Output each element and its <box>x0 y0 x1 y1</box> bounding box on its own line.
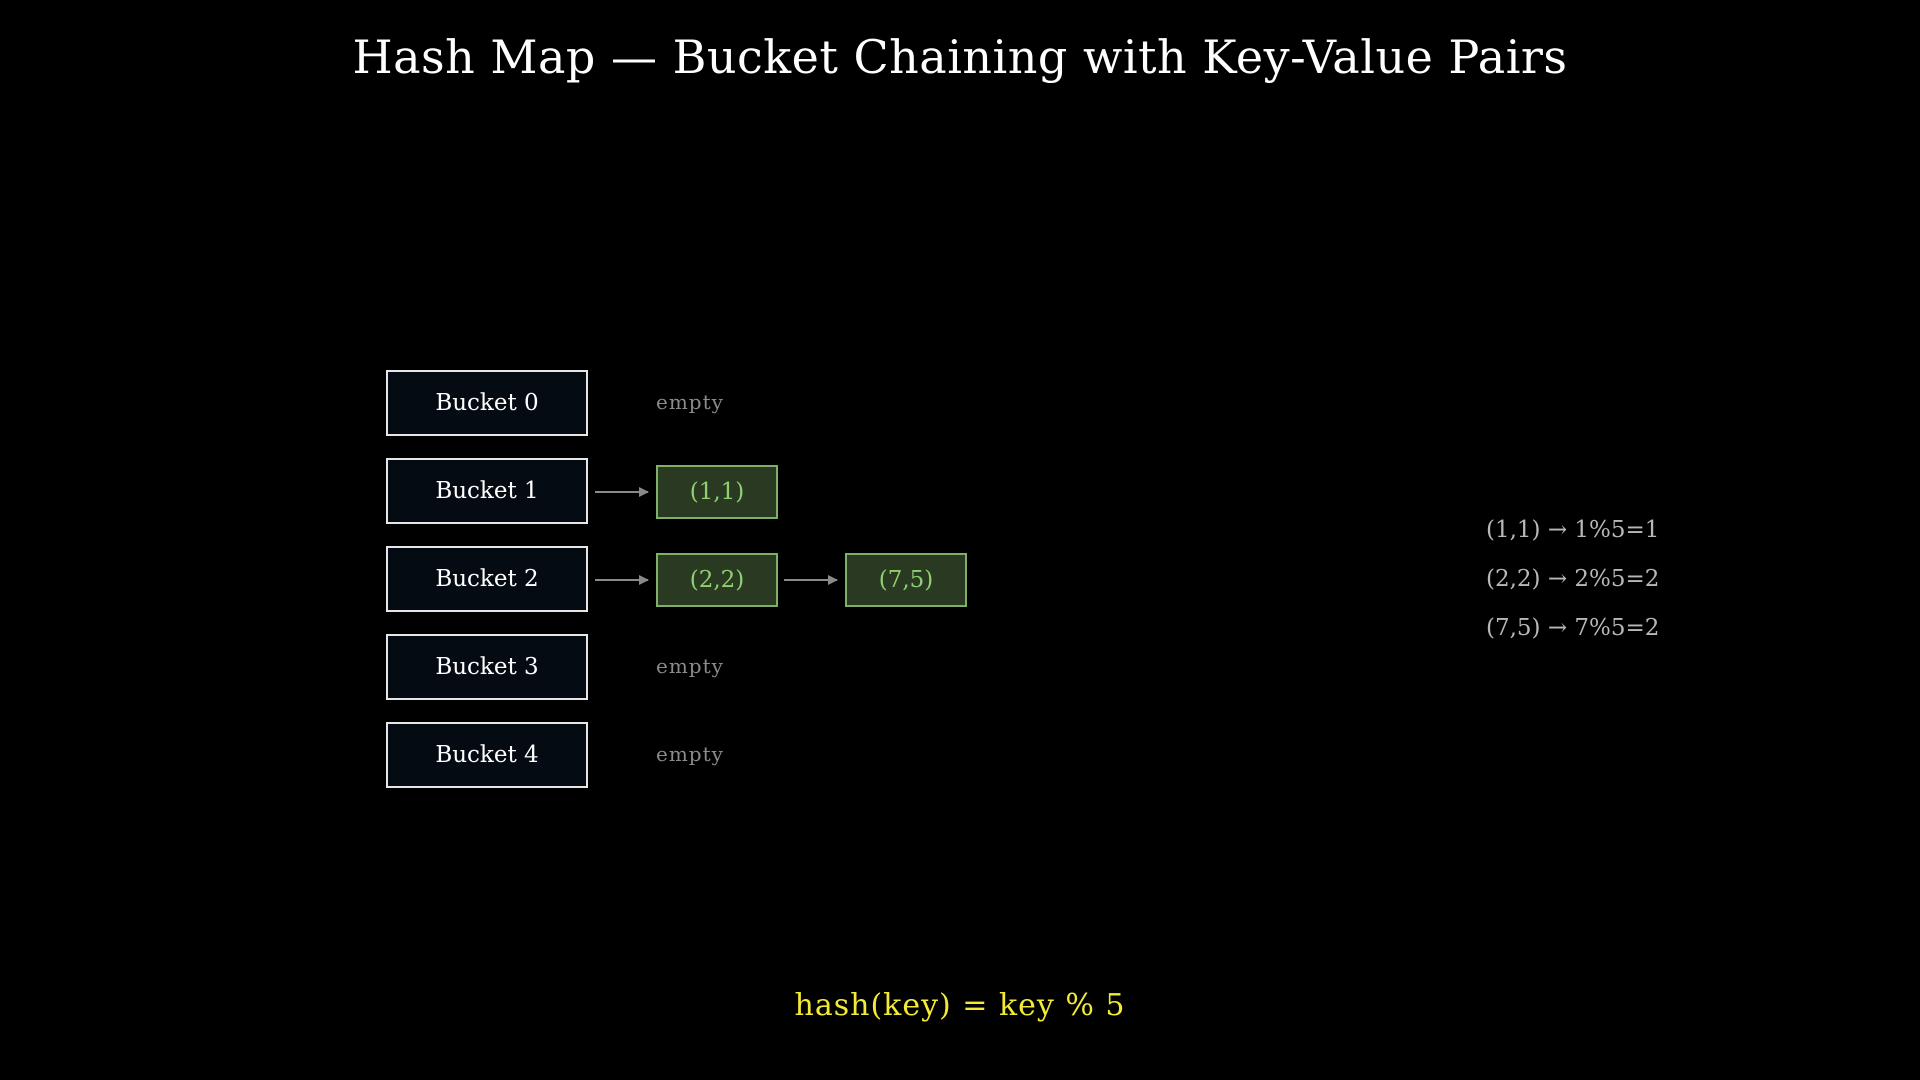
bucket-3-empty-label: empty <box>656 654 724 678</box>
bucket-2: Bucket 2 <box>386 546 588 612</box>
chain-node-7-5: (7,5) <box>845 553 967 607</box>
hash-result-line: (1,1) → 1%5=1 <box>1486 517 1660 543</box>
chain-node-1-1: (1,1) <box>656 465 778 519</box>
bucket-0: Bucket 0 <box>386 370 588 436</box>
hash-result-line: (2,2) → 2%5=2 <box>1486 566 1660 592</box>
bucket-1: Bucket 1 <box>386 458 588 524</box>
bucket-3: Bucket 3 <box>386 634 588 700</box>
bucket-label: Bucket 0 <box>435 390 539 416</box>
hash-formula: hash(key) = key % 5 <box>794 988 1126 1023</box>
chain-node-2-2: (2,2) <box>656 553 778 607</box>
bucket-label: Bucket 1 <box>435 478 539 504</box>
node-label: (7,5) <box>878 567 934 593</box>
bucket-label: Bucket 4 <box>435 742 539 768</box>
bucket-0-empty-label: empty <box>656 390 724 414</box>
bucket-label: Bucket 2 <box>435 566 539 592</box>
hash-result-line: (7,5) → 7%5=2 <box>1486 615 1660 641</box>
bucket-4-empty-label: empty <box>656 742 724 766</box>
page-title: Hash Map — Bucket Chaining with Key-Valu… <box>352 30 1568 84</box>
bucket-label: Bucket 3 <box>435 654 539 680</box>
node-label: (1,1) <box>689 479 745 505</box>
bucket-4: Bucket 4 <box>386 722 588 788</box>
node-label: (2,2) <box>689 567 745 593</box>
